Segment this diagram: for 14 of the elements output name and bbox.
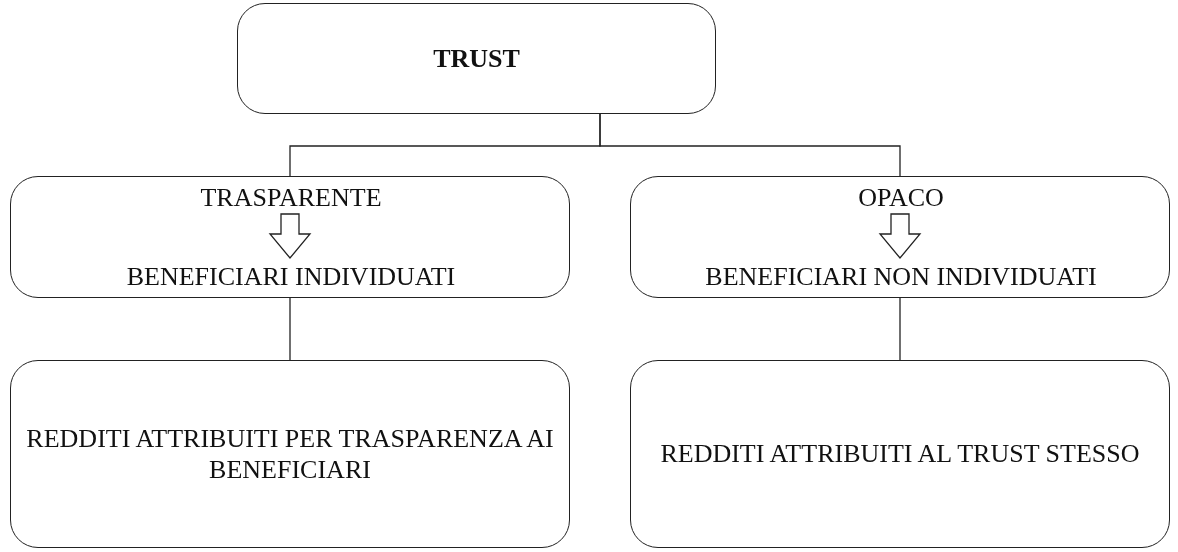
result-box: REDDITI ATTRIBUITI AL TRUST STESSO [630, 360, 1170, 548]
category-label: OPACO [651, 182, 1151, 214]
connector-line [599, 113, 901, 177]
category-label: BENEFICIARI INDIVIDUATI [21, 260, 561, 294]
group-box [10, 176, 570, 298]
category-label: BENEFICIARI NON INDIVIDUATI [637, 260, 1165, 294]
connector-line [289, 297, 291, 361]
result-box: REDDITI ATTRIBUITI PER TRASPARENZA AI BENEFICIARI [10, 360, 570, 548]
group-box [630, 176, 1170, 298]
arrow [268, 213, 312, 259]
title-box: TRUST [237, 3, 716, 114]
arrow [878, 213, 922, 259]
connector-line [899, 297, 901, 361]
category-label: TRASPARENTE [41, 182, 541, 214]
